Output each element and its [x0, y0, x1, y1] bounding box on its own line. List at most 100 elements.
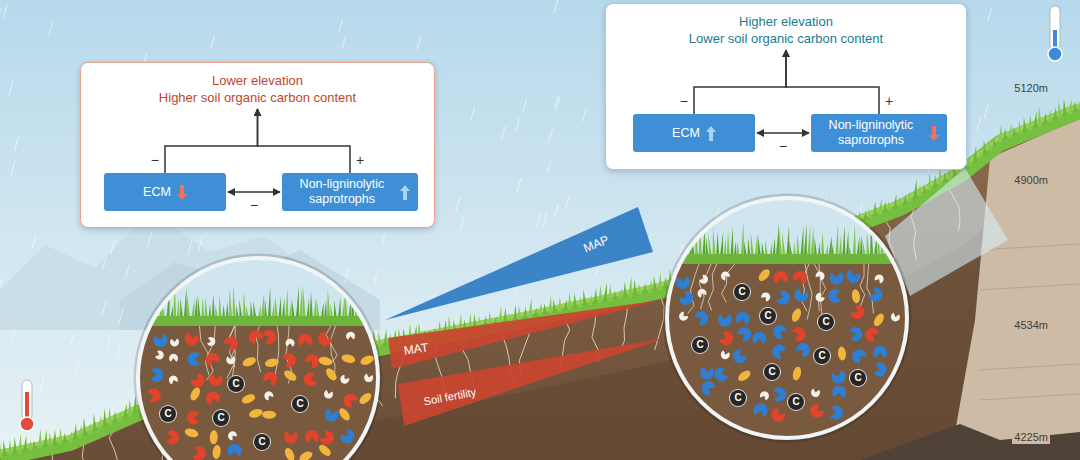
grass-blade	[23, 435, 27, 451]
grass-blade	[373, 292, 377, 322]
root	[229, 326, 235, 376]
microbe	[699, 378, 717, 397]
closeup-border	[667, 198, 907, 438]
microbe	[874, 273, 886, 284]
grass-blade	[873, 202, 877, 217]
soil-closeup	[135, 255, 381, 460]
grass-blade	[1023, 117, 1027, 132]
spore	[872, 312, 886, 328]
microbe	[752, 331, 767, 344]
spore	[264, 357, 279, 368]
raindrop	[548, 128, 552, 142]
root	[722, 264, 735, 302]
grass-blade	[663, 277, 667, 289]
grass-blade	[623, 282, 627, 298]
raindrop	[14, 137, 18, 151]
raindrop	[536, 214, 540, 228]
grass-blade	[3, 440, 7, 456]
trend-arrow-shape	[706, 126, 716, 141]
grass-blade	[905, 228, 909, 260]
spore	[212, 445, 222, 460]
raindrop	[582, 108, 586, 122]
spore	[317, 443, 333, 458]
microbe	[169, 354, 178, 362]
grass-blade	[608, 283, 612, 300]
grass-blade	[653, 276, 657, 291]
grass-blade	[573, 293, 577, 308]
grass-blade	[553, 299, 557, 313]
wedge-fill	[385, 207, 653, 320]
carbon-symbol: C	[764, 364, 780, 380]
microbe	[867, 286, 885, 305]
grass-blade	[583, 289, 587, 306]
microbe	[167, 374, 178, 385]
microbe	[760, 291, 772, 303]
closeup-soil	[667, 262, 907, 460]
grass-blade	[648, 280, 652, 292]
grass-blade	[658, 272, 662, 290]
raindrop	[501, 127, 505, 141]
spore	[184, 427, 200, 438]
grass-blade	[48, 432, 52, 446]
grass-blade	[1078, 98, 1080, 110]
microbe	[341, 391, 359, 410]
grass-blade	[568, 292, 572, 309]
magnified-soil	[135, 195, 910, 460]
process-box: ECM	[104, 173, 226, 211]
grass-blade	[998, 124, 1002, 142]
spore	[324, 366, 339, 382]
raindrop	[547, 159, 551, 173]
grass-blade	[508, 312, 512, 322]
microbe	[339, 428, 358, 446]
connector	[165, 109, 258, 173]
microbe	[363, 373, 374, 383]
microbe	[693, 309, 711, 327]
connector	[228, 191, 280, 193]
callout-panel: Higher elevationLower soil organic carbo…	[605, 3, 967, 170]
raindrop	[11, 329, 15, 343]
trend-arrow-shape	[400, 185, 410, 200]
grass-blade	[988, 140, 992, 150]
heading-text: Lower soil organic carbon content	[689, 30, 883, 47]
spore	[318, 356, 333, 367]
microbe	[323, 408, 340, 423]
gradient-wedge: MAP	[385, 207, 653, 320]
microbe	[792, 287, 810, 304]
root	[867, 264, 874, 314]
raindrop	[32, 234, 36, 248]
raindrop	[40, 378, 44, 392]
panel-heading: Higher elevationLower soil organic carbo…	[685, 13, 887, 47]
grass-blade	[0, 438, 2, 457]
raindrop	[543, 213, 547, 227]
grass-blade	[993, 138, 997, 146]
grass-blade	[903, 194, 907, 204]
carbon-symbol: C	[254, 434, 270, 450]
grass-blade	[13, 437, 17, 454]
grass-blade	[558, 297, 562, 312]
microbe	[678, 289, 696, 308]
grass-blade	[98, 415, 102, 429]
raindrop	[198, 238, 202, 252]
grass-blade	[593, 288, 597, 304]
raindrop	[211, 35, 215, 49]
microbe	[192, 445, 207, 460]
microbe	[698, 274, 710, 286]
raindrop	[523, 99, 527, 113]
microbe	[153, 333, 169, 348]
warm-thermometer	[20, 380, 34, 431]
grass-blade	[893, 194, 897, 209]
root	[227, 326, 236, 378]
grass-blade	[968, 156, 972, 166]
grass-blade	[1058, 101, 1062, 118]
grass-blade	[643, 283, 647, 294]
grass-blade	[88, 423, 92, 433]
carbon-symbol: C	[730, 390, 746, 406]
microbe	[720, 350, 731, 360]
raindrop	[70, 333, 74, 347]
grass-blade	[538, 302, 542, 316]
root	[805, 264, 812, 320]
microbe	[849, 303, 867, 321]
raindrop	[342, 36, 346, 50]
grass-blade	[113, 411, 117, 422]
